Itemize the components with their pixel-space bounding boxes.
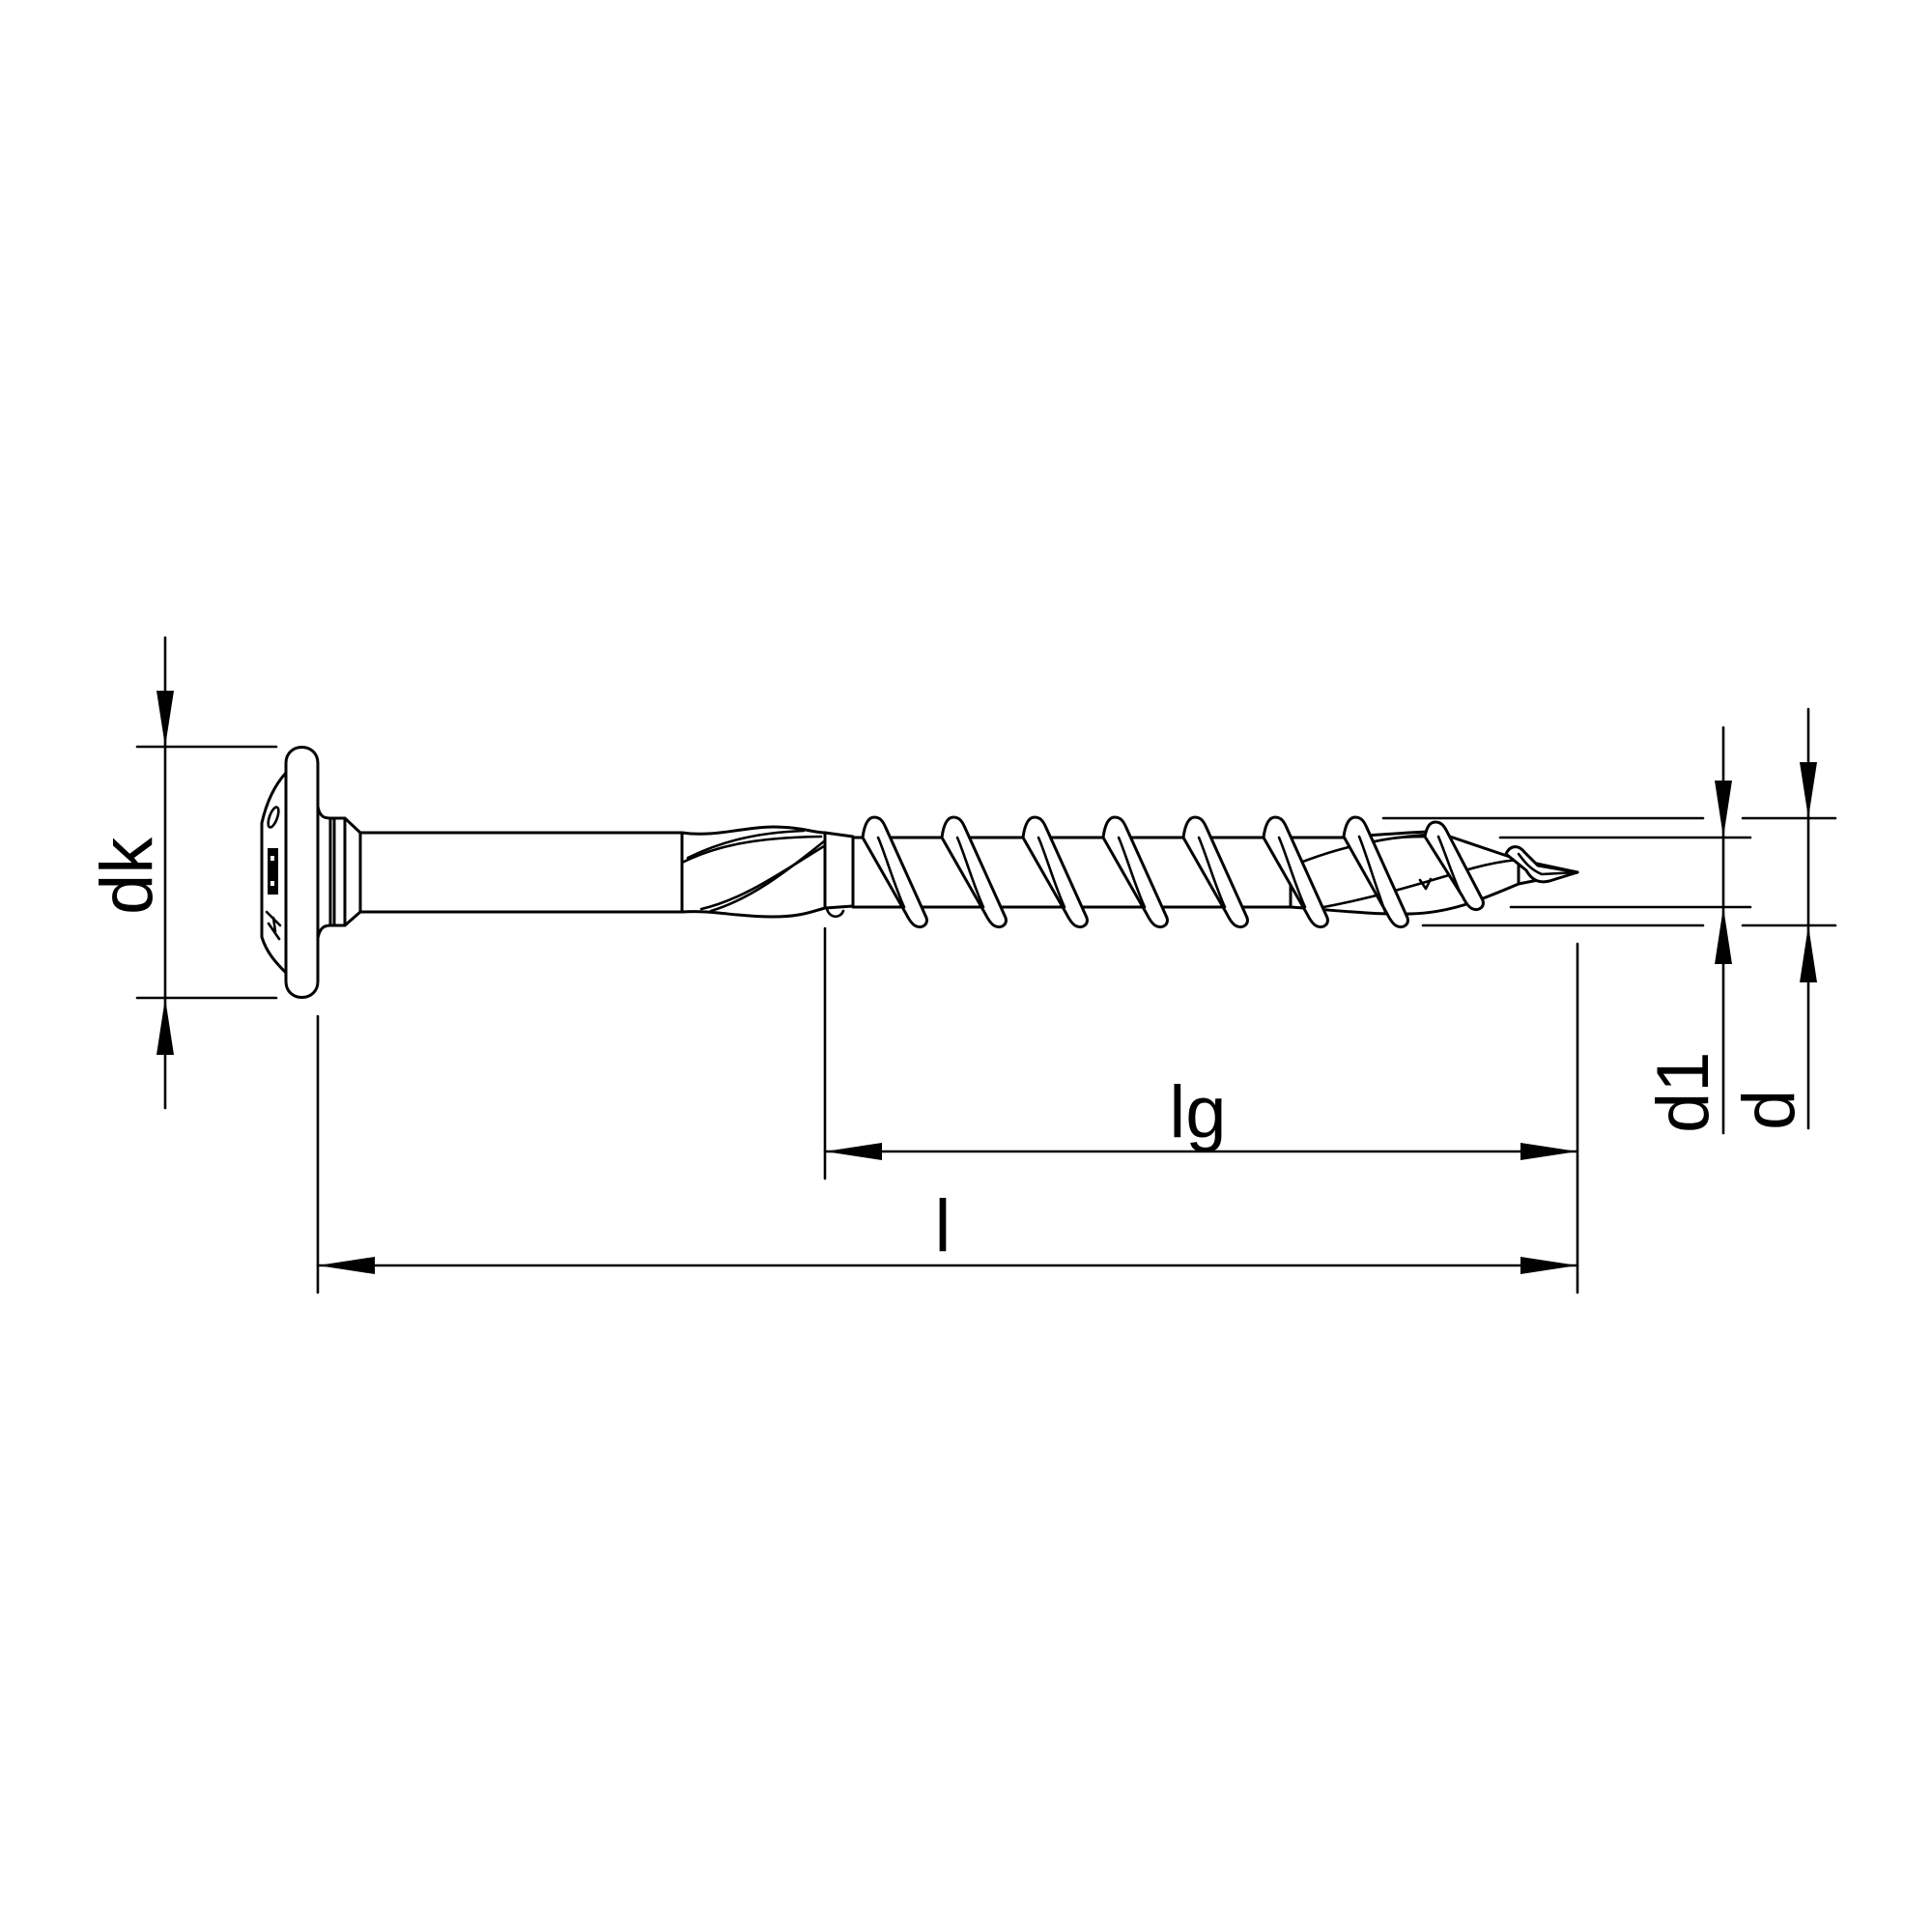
arrow-left-icon: [825, 1143, 882, 1160]
dimension-dk: dk: [86, 636, 278, 1110]
screw-thread: [861, 815, 1579, 928]
dimension-l: l: [316, 942, 1579, 1294]
screw-head: [260, 746, 362, 999]
cutter-twist-line: [709, 839, 826, 913]
head-washer-disk: [284, 746, 320, 999]
thread-turn-small: [1423, 820, 1485, 911]
arrow-down-icon: [1715, 781, 1732, 838]
arrow-up-icon: [1715, 907, 1732, 964]
cutter-twist-line: [686, 829, 806, 860]
collar-outline: [823, 831, 855, 910]
thread-turn: [1101, 815, 1169, 928]
thread-turn: [1021, 815, 1089, 928]
thread-turn: [1181, 815, 1249, 928]
arrow-right-icon: [1520, 1257, 1577, 1274]
arrow-right-icon: [1520, 1143, 1577, 1160]
arrow-up-icon: [1800, 925, 1817, 982]
tip-twist-line: [1365, 835, 1432, 845]
head-neck-bottom: [316, 910, 362, 940]
cutter-bottom-edge: [680, 906, 827, 919]
arrow-up-icon: [156, 998, 174, 1055]
head-step-lines: [328, 816, 362, 927]
tip-bottom-edge: [1289, 870, 1579, 916]
thread-tip-loop: [1504, 845, 1579, 884]
thread-turn: [940, 815, 1008, 928]
arrow-left-icon: [318, 1257, 375, 1274]
dk-label: dk: [86, 837, 168, 915]
dimension-lg: lg: [823, 926, 1579, 1180]
tip-twist-line: [1317, 858, 1520, 910]
cutter-top-edge: [680, 825, 827, 836]
lg-label: lg: [1169, 1071, 1226, 1153]
screw-shank: [358, 831, 684, 914]
head-marking-k-icon: [265, 910, 282, 941]
dimension-d1: d1: [1498, 725, 1752, 1135]
thread-turn: [1342, 815, 1409, 928]
thread-turn: [861, 815, 928, 928]
arrow-down-icon: [156, 691, 174, 747]
d-label: d: [1728, 1090, 1810, 1130]
d1-label: d1: [1642, 1051, 1724, 1133]
tip-notch: [1418, 877, 1433, 891]
thread-turn: [1262, 815, 1329, 928]
cutter-twist-line: [699, 844, 826, 911]
arrow-down-icon: [1800, 762, 1817, 818]
head-marking-oval-icon: [267, 806, 280, 829]
head-dome: [260, 771, 288, 975]
collar-hook: [825, 907, 845, 919]
dimension-d: d: [1381, 707, 1837, 1130]
l-label: l: [935, 1185, 952, 1267]
head-neck-top: [316, 805, 362, 835]
screw-cutter-section: [680, 825, 855, 919]
head-marking-logo-icon: [268, 848, 278, 895]
cutter-twist-line: [680, 835, 823, 865]
